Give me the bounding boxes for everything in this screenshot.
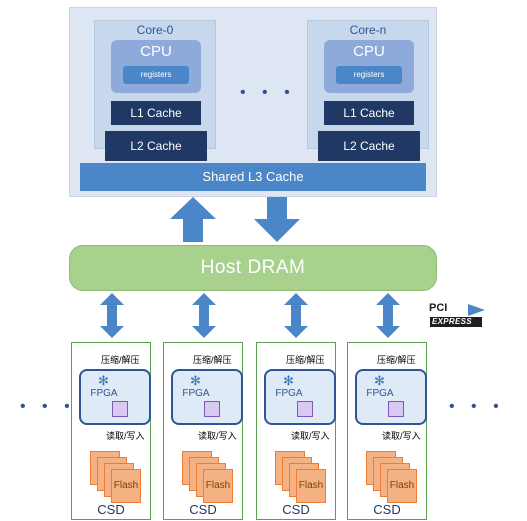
read-write-label: 读取/写入 bbox=[198, 431, 237, 441]
fpga-block: ✻ FPGA bbox=[264, 369, 336, 425]
read-write-label: 读取/写入 bbox=[291, 431, 330, 441]
double-arrows bbox=[100, 293, 400, 338]
cpu-label: CPU bbox=[353, 43, 385, 60]
csd-unit: 压缩/解压 ✻ FPGA 读取/写入 Flash CSD bbox=[71, 342, 151, 520]
l1-cache: L1 Cache bbox=[324, 101, 414, 125]
pcie-bottom-text: EXPRESS bbox=[432, 317, 472, 326]
fpga-label: FPGA bbox=[90, 388, 118, 399]
l2-cache: L2 Cache bbox=[105, 131, 207, 161]
compress-label: 压缩/解压 bbox=[101, 355, 140, 365]
host-cpu-package: Core-0 CPU registers L1 Cache L2 Cache •… bbox=[69, 7, 437, 197]
flash-label: Flash bbox=[111, 469, 141, 503]
left-ellipsis: • • • bbox=[20, 398, 76, 415]
csd-label: CSD bbox=[97, 502, 125, 517]
registers-block: registers bbox=[336, 66, 402, 84]
gear-icon: ✻ bbox=[98, 373, 109, 388]
double-arrow-icon bbox=[284, 293, 308, 338]
core-title: Core-n bbox=[349, 23, 387, 37]
double-arrow-icon bbox=[376, 293, 400, 338]
flash-label: Flash bbox=[296, 469, 326, 503]
gear-icon: ✻ bbox=[283, 373, 294, 388]
cpu-label: CPU bbox=[140, 43, 172, 60]
read-write-label: 读取/写入 bbox=[106, 431, 145, 441]
pcie-logo: PCI EXPRESS bbox=[428, 302, 486, 328]
double-arrow-icon bbox=[192, 293, 216, 338]
csd-unit: 压缩/解压 ✻ FPGA 读取/写入 Flash CSD bbox=[163, 342, 243, 520]
core-ellipsis: • • • bbox=[240, 84, 296, 101]
registers-block: registers bbox=[123, 66, 189, 84]
chip-icon bbox=[112, 401, 128, 417]
fpga-block: ✻ FPGA bbox=[355, 369, 427, 425]
csd-label: CSD bbox=[189, 502, 217, 517]
chip-icon bbox=[388, 401, 404, 417]
pcie-logo-icon bbox=[430, 304, 485, 327]
shared-l3-cache: Shared L3 Cache bbox=[80, 163, 426, 191]
fpga-label: FPGA bbox=[366, 388, 394, 399]
fpga-label: FPGA bbox=[182, 388, 210, 399]
up-arrow-icon bbox=[170, 197, 216, 242]
fpga-block: ✻ FPGA bbox=[171, 369, 243, 425]
csd-unit: 压缩/解压 ✻ FPGA 读取/写入 Flash CSD bbox=[347, 342, 427, 520]
flash-label: Flash bbox=[203, 469, 233, 503]
core-n-block: Core-n CPU registers L1 Cache L2 Cache bbox=[307, 20, 429, 161]
host-dram: Host DRAM bbox=[69, 245, 437, 291]
core-0-block: Core-0 CPU registers L1 Cache L2 Cache bbox=[94, 20, 216, 161]
pcie-top-text: PCI bbox=[429, 302, 448, 314]
compress-label: 压缩/解压 bbox=[286, 355, 325, 365]
fpga-label: FPGA bbox=[275, 388, 303, 399]
chip-icon bbox=[204, 401, 220, 417]
double-arrow-icon bbox=[100, 293, 124, 338]
l2-cache: L2 Cache bbox=[318, 131, 420, 161]
right-ellipsis: • • • bbox=[449, 398, 505, 415]
flash-label: Flash bbox=[387, 469, 417, 503]
read-write-label: 读取/写入 bbox=[382, 431, 421, 441]
gear-icon: ✻ bbox=[374, 373, 385, 388]
cpu-block: CPU registers bbox=[324, 40, 414, 93]
l1-cache: L1 Cache bbox=[111, 101, 201, 125]
cpu-block: CPU registers bbox=[111, 40, 201, 93]
csd-unit: 压缩/解压 ✻ FPGA 读取/写入 Flash CSD bbox=[256, 342, 336, 520]
chip-icon bbox=[297, 401, 313, 417]
fpga-block: ✻ FPGA bbox=[79, 369, 151, 425]
down-arrow-icon bbox=[254, 197, 300, 242]
csd-label: CSD bbox=[282, 502, 310, 517]
csd-label: CSD bbox=[373, 502, 401, 517]
core-title: Core-0 bbox=[136, 23, 174, 37]
compress-label: 压缩/解压 bbox=[377, 355, 416, 365]
gear-icon: ✻ bbox=[190, 373, 201, 388]
compress-label: 压缩/解压 bbox=[193, 355, 232, 365]
